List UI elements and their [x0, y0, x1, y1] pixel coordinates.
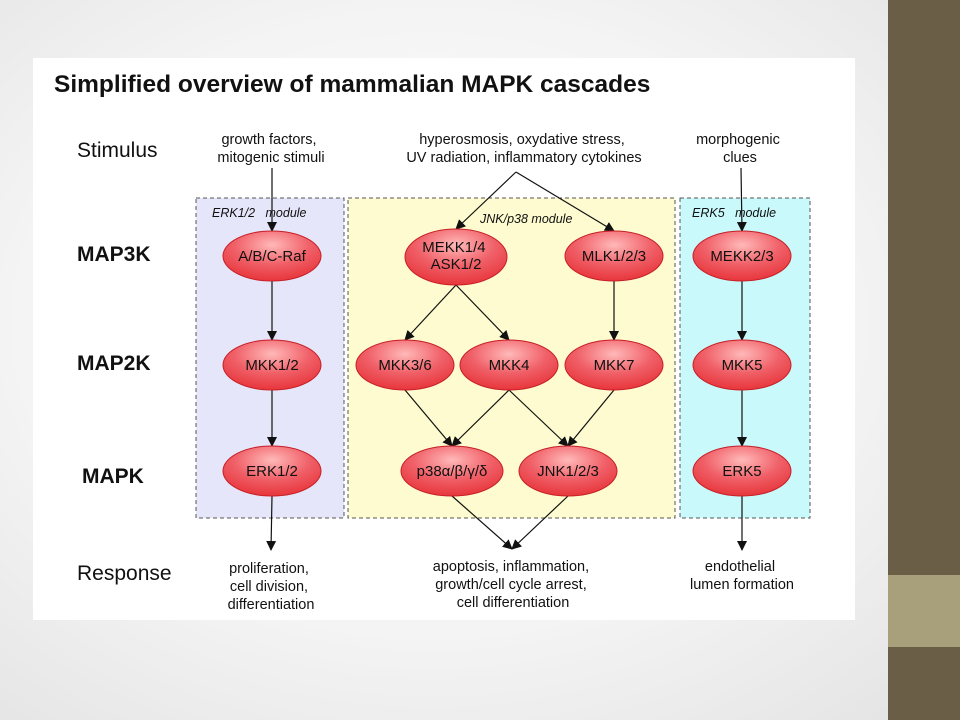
node-mekk1-4-ask1-2: MEKK1/4 ASK1/2 [404, 228, 508, 286]
svg-text:MKK3/6: MKK3/6 [378, 357, 431, 374]
row-label-response: Response [77, 562, 172, 585]
stimulus-text-erk12: growth factors, mitogenic stimuli [217, 132, 324, 166]
row-label-stimulus: Stimulus [77, 139, 158, 162]
row-label-map2k: MAP2K [77, 352, 151, 375]
svg-text:JNK1/2/3: JNK1/2/3 [537, 463, 599, 480]
edge-stimulus-erk5-to-mekk23 [736, 167, 747, 232]
module-label-erk12: ERK1/2 module [212, 206, 307, 220]
slide-sidebar-accent [888, 575, 960, 647]
svg-text:MKK1/2: MKK1/2 [245, 357, 298, 374]
svg-text:MLK1/2/3: MLK1/2/3 [582, 248, 646, 265]
node-mkk1-2: MKK1/2 [222, 339, 322, 391]
svg-text:A/B/C-Raf: A/B/C-Raf [238, 248, 306, 265]
node-jnk1-2-3: JNK1/2/3 [518, 445, 618, 497]
edge-jnk-to-response-jnk-p38 [511, 495, 569, 550]
svg-text:MKK5: MKK5 [722, 357, 763, 374]
node-mkk7: MKK7 [564, 339, 664, 391]
node-mkk4: MKK4 [459, 339, 559, 391]
edge-mkk4-to-p38 [451, 389, 510, 447]
node-mkk5: MKK5 [692, 339, 792, 391]
row-label-map3k: MAP3K [77, 243, 151, 266]
module-label-jnk-p38: JNK/p38 module [479, 212, 572, 226]
response-text-erk12: proliferation, cell division, differenti… [228, 561, 315, 613]
edge-mekk14-to-mkk4 [455, 284, 510, 341]
svg-text:MKK4: MKK4 [489, 357, 530, 374]
row-label-mapk: MAPK [82, 465, 144, 488]
response-text-erk5: endothelial lumen formation [690, 559, 794, 593]
svg-text:MEKK2/3: MEKK2/3 [710, 248, 773, 265]
edge-p38-to-response-jnk-p38 [451, 495, 513, 550]
edges-layer [266, 167, 747, 551]
edge-mkk4-to-jnk [508, 389, 569, 447]
edge-stimulus-jnk-p38-to-mekk14 [455, 171, 517, 230]
module-label-erk5: ERK5 module [692, 206, 776, 220]
svg-text:ERK1/2: ERK1/2 [246, 463, 298, 480]
diagram-title: Simplified overview of mammalian MAPK ca… [54, 71, 650, 98]
svg-text:MKK7: MKK7 [594, 357, 635, 374]
node-mlk1-2-3: MLK1/2/3 [564, 230, 664, 282]
edge-erk12-to-response-erk12 [266, 495, 277, 551]
stimulus-text-erk5: morphogenic clues [696, 132, 784, 166]
nodes-layer: A/B/C-Raf MEKK1/4 ASK1/2 MLK1/2/3 MEKK2/… [222, 228, 792, 497]
node-erk5: ERK5 [692, 445, 792, 497]
svg-text:MEKK1/4 ASK1/2: MEKK1/4 ASK1/2 [422, 239, 490, 273]
stimulus-text-jnk-p38: hyperosmosis, oxydative stress, UV radia… [406, 132, 641, 166]
edge-mekk14-to-mkk36 [404, 284, 457, 341]
node-mekk2-3: MEKK2/3 [692, 230, 792, 282]
svg-text:p38α/β/γ/δ: p38α/β/γ/δ [417, 463, 488, 480]
node-raf: A/B/C-Raf [222, 230, 322, 282]
response-text-jnk-p38: apoptosis, inflammation, growth/cell cyc… [433, 559, 593, 611]
edge-stimulus-jnk-p38-to-mlk [515, 171, 615, 232]
svg-text:ERK5: ERK5 [722, 463, 761, 480]
node-erk1-2: ERK1/2 [222, 445, 322, 497]
edge-mkk36-to-p38 [404, 389, 453, 447]
node-p38: p38α/β/γ/δ [400, 445, 504, 497]
edge-mkk7-to-jnk [567, 389, 615, 447]
node-mkk3-6: MKK3/6 [355, 339, 455, 391]
